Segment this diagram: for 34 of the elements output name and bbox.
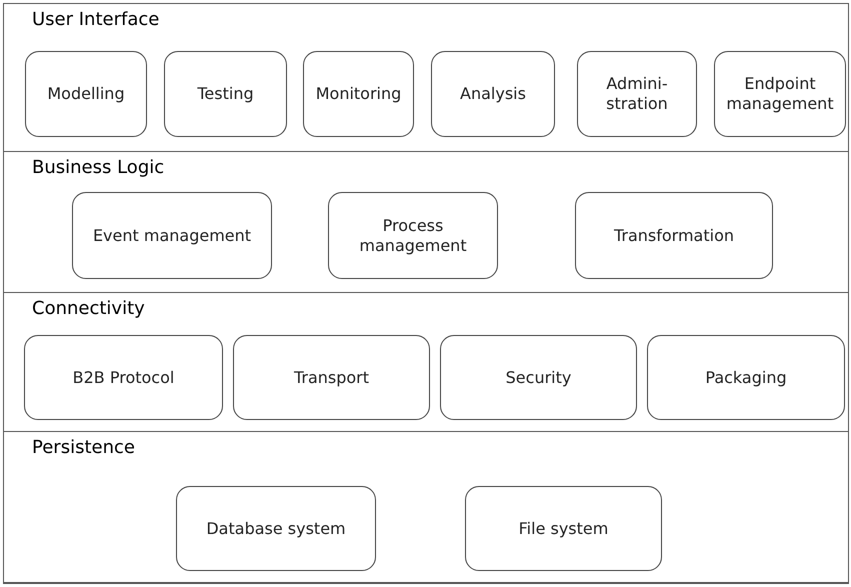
component-label: Modelling — [47, 84, 125, 104]
component-box — [25, 51, 147, 137]
component-box — [303, 51, 414, 137]
component-box — [465, 486, 662, 571]
component-box — [233, 335, 430, 420]
component-box — [24, 335, 223, 420]
component-box — [176, 486, 376, 571]
component-label: Security — [506, 368, 572, 388]
component-box — [431, 51, 555, 137]
component-label: Transformation — [614, 226, 734, 246]
component-label: Analysis — [460, 84, 526, 104]
layer-heading: Connectivity — [32, 298, 145, 320]
component-label: Admini- stration — [605, 74, 669, 114]
component-label: File system — [518, 518, 608, 538]
component-label: Event management — [92, 226, 252, 246]
component-label: Testing — [197, 84, 254, 104]
component-label: Packaging — [705, 368, 787, 388]
component-box — [440, 335, 637, 420]
component-label: Monitoring — [316, 84, 402, 104]
component-box — [72, 192, 272, 279]
component-label: Database system — [206, 518, 346, 538]
layer-heading: Persistence — [32, 437, 135, 459]
component-label: Endpoint management — [725, 74, 835, 114]
component-label: B2B Protocol — [72, 368, 174, 388]
component-label: Process management — [358, 216, 468, 256]
component-box — [164, 51, 287, 137]
component-box — [714, 51, 846, 137]
layer-heading: Business Logic — [32, 157, 164, 179]
component-box — [647, 335, 845, 420]
component-label: Transport — [294, 368, 370, 388]
layer-heading: User Interface — [32, 9, 160, 31]
component-box — [328, 192, 498, 279]
component-box — [575, 192, 773, 279]
component-box — [577, 51, 697, 137]
